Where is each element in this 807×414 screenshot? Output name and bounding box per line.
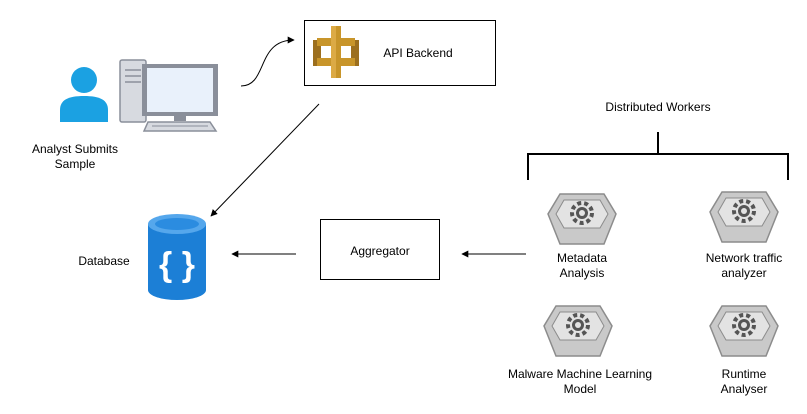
metadata-analysis-label-line2: Analysis — [559, 266, 605, 280]
distributed-workers-label: Distributed Workers — [605, 100, 711, 114]
aws-api-gateway-icon — [313, 26, 359, 78]
analyst-label-line1: Analyst Submits — [31, 142, 119, 156]
person-icon — [60, 67, 108, 122]
network-traffic-label-line2: analyzer — [721, 266, 767, 280]
svg-text:{ }: { } — [159, 246, 195, 284]
ml-model-label: Malware Machine Learning Model — [498, 367, 662, 397]
desktop-computer-icon — [119, 59, 218, 132]
metadata-analysis-label-line1: Metadata — [556, 251, 608, 265]
ml-model-label-line2: Model — [563, 382, 597, 396]
gear-server-icon — [547, 193, 617, 245]
edge-analyst-to-api — [240, 36, 295, 87]
gear-server-icon — [709, 305, 779, 357]
aggregator-label: Aggregator — [350, 244, 410, 258]
network-traffic-label-line1: Network traffic — [705, 251, 783, 265]
analyst-label-line2: Sample — [54, 157, 96, 171]
edge-api-to-database — [210, 103, 320, 217]
network-traffic-label: Network traffic analyzer — [684, 251, 804, 281]
gear-server-icon — [709, 191, 779, 243]
aggregator-node — [320, 219, 440, 280]
gear-server-icon — [543, 305, 613, 357]
workers-bracket — [527, 132, 789, 180]
json-database-icon: { } — [148, 214, 206, 300]
ml-model-label-line1: Malware Machine Learning — [507, 367, 653, 381]
api-backend-label: API Backend — [383, 46, 453, 60]
database-label: Database — [78, 254, 130, 268]
runtime-analyser-label: Runtime Analyser — [694, 367, 794, 397]
runtime-analyser-label-line2: Analyser — [720, 382, 768, 396]
analyst-label: Analyst Submits Sample — [20, 142, 130, 172]
runtime-analyser-label-line1: Runtime — [721, 367, 767, 381]
metadata-analysis-label: Metadata Analysis — [532, 251, 632, 281]
